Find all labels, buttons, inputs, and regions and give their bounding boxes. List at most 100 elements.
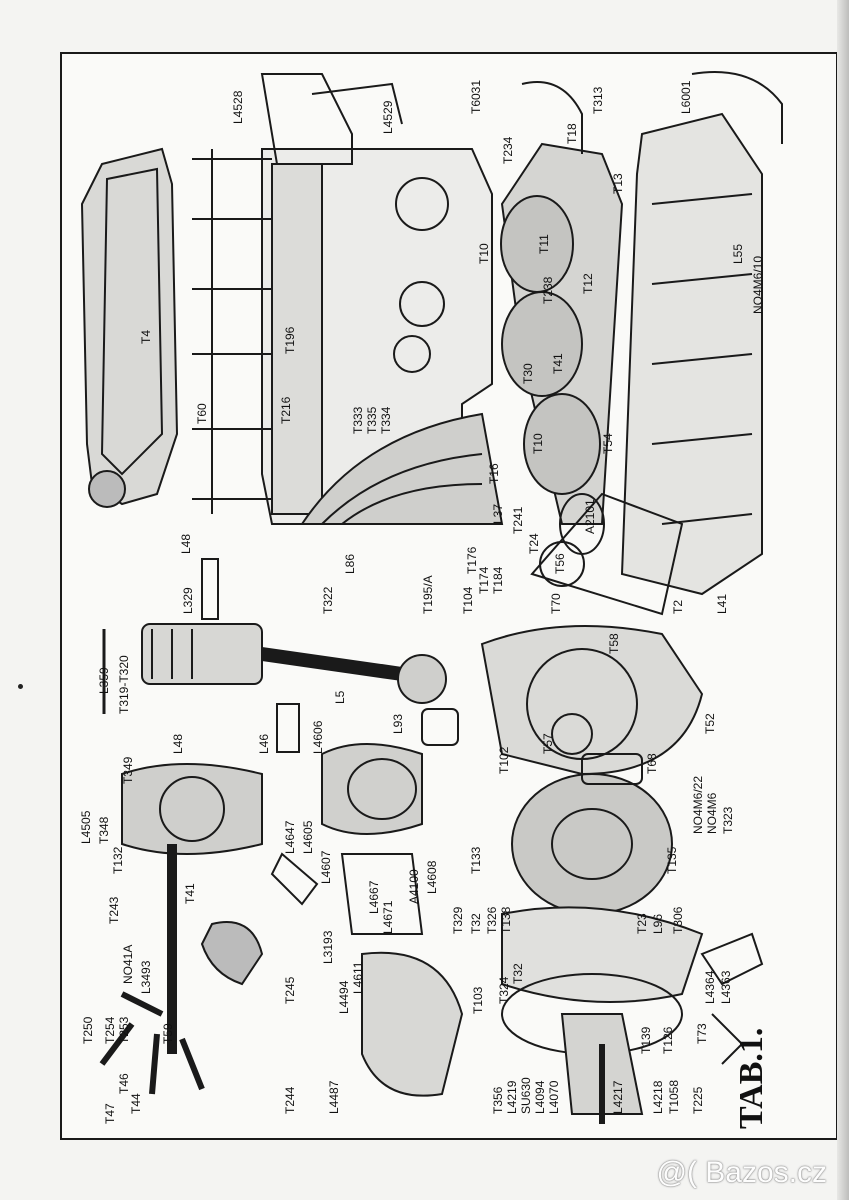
clutch-assembly [501, 753, 704, 1055]
part-label: T10 [477, 243, 491, 264]
part-label: T18 [565, 123, 579, 144]
part-label: T24 [527, 533, 541, 554]
starter-motor [560, 932, 764, 1124]
part-label: A4100 [407, 869, 421, 904]
part-label: T46 [117, 1073, 131, 1094]
part-label: T243 [107, 896, 121, 924]
part-label: T196 [283, 326, 297, 354]
binding-shadow [837, 0, 849, 1200]
part-label: NO4M6/22 [691, 776, 705, 834]
part-label: L4667 [367, 880, 381, 914]
part-label: L5 [333, 690, 347, 704]
part-label: L4217 [611, 1080, 625, 1114]
part-label: T139 [639, 1026, 653, 1054]
part-label: L86 [343, 554, 357, 574]
part-label: T174 [477, 566, 491, 594]
part-label: T102 [497, 746, 511, 774]
part-label: T326 [485, 906, 499, 934]
part-label: L37 [491, 504, 505, 524]
part-label: L4528 [231, 90, 245, 124]
part-label: T176 [465, 546, 479, 574]
part-label: L48 [171, 734, 185, 754]
part-label: T195/A [421, 575, 435, 614]
part-label: T216 [279, 396, 293, 424]
part-label: T52 [703, 713, 717, 734]
part-label: L3493 [139, 960, 153, 994]
part-label: L6001 [679, 80, 693, 114]
part-label: T10 [531, 433, 545, 454]
part-label: T16 [487, 463, 501, 484]
part-label: L4070 [547, 1080, 561, 1114]
part-label: T329 [451, 906, 465, 934]
part-label: T313 [591, 86, 605, 114]
part-label: L4487 [327, 1080, 341, 1114]
part-label: L359 [97, 667, 111, 694]
part-label: L4094 [533, 1080, 547, 1114]
part-label: T126 [661, 1026, 675, 1054]
part-label: T103 [471, 986, 485, 1014]
part-labels: L4528 L4529 T6031 T313 L6001 T18 T234 T1… [79, 80, 765, 1124]
part-label: T132 [111, 846, 125, 874]
part-label: T70 [549, 593, 563, 614]
part-label: L4671 [381, 900, 395, 934]
part-label: T104 [461, 586, 475, 614]
part-label: T47 [103, 1103, 117, 1124]
part-label: L48 [179, 534, 193, 554]
bazos-watermark: @( Bazos.cz [656, 1156, 828, 1189]
part-label: L4505 [79, 810, 93, 844]
crankcase-pan [620, 71, 783, 596]
part-label: T306 [671, 906, 685, 934]
plate-title: TAB.1. [733, 1028, 770, 1129]
part-label: T254 [103, 1016, 117, 1044]
part-label: L4219 [505, 1080, 519, 1114]
part-label: T133 [469, 846, 483, 874]
part-label: A2101 [583, 499, 597, 534]
part-label: T323 [721, 806, 735, 834]
part-label: T56 [553, 553, 567, 574]
piston-conrod [102, 558, 459, 753]
part-label: T44 [129, 1093, 143, 1114]
head-bracket [260, 73, 403, 165]
part-label: T2 [671, 600, 685, 614]
part-label: T238 [541, 276, 555, 304]
timing-gear [480, 492, 704, 776]
part-label: L4647 [283, 820, 297, 854]
part-label: L4608 [425, 860, 439, 894]
part-label: NO4M6 [705, 792, 719, 834]
part-label: L4607 [319, 850, 333, 884]
part-label: L4218 [651, 1080, 665, 1114]
part-label: T356 [491, 1086, 505, 1114]
part-label: L329 [181, 587, 195, 614]
crankshaft [500, 81, 624, 555]
part-label: T41 [551, 353, 565, 374]
part-label: T138 [499, 906, 513, 934]
part-label: T250 [81, 1016, 95, 1044]
part-label: SU630 [519, 1077, 533, 1114]
part-label: T244 [283, 1086, 297, 1114]
valve-cover [80, 147, 179, 508]
part-label: NO41A [121, 945, 135, 984]
part-label: T234 [501, 136, 515, 164]
part-label: L55 [731, 244, 745, 264]
margin-dot [18, 684, 23, 689]
part-label: T322 [321, 586, 335, 614]
part-label: T241 [511, 506, 525, 534]
exploded-engine-drawing: L4528 L4529 T6031 T313 L6001 T18 T234 T1… [79, 71, 783, 1129]
part-label: T11 [537, 234, 551, 254]
part-label: T333 [351, 406, 365, 434]
part-label: T54 [601, 433, 615, 454]
part-label: T135 [665, 846, 679, 874]
oil-pump [270, 743, 464, 1097]
part-label: T349 [121, 756, 135, 784]
part-label: T23 [635, 913, 649, 934]
part-label: T1058 [667, 1080, 681, 1114]
part-label: T184 [491, 566, 505, 594]
part-label: L4364 [703, 970, 717, 1004]
part-label: L46 [257, 734, 271, 754]
part-label: T32 [469, 913, 483, 934]
part-label: T32 [511, 963, 525, 984]
part-label: T335 [365, 406, 379, 434]
part-label: T319-T320 [117, 655, 131, 714]
part-label: L41 [715, 594, 729, 614]
part-label: T253 [117, 1016, 131, 1044]
